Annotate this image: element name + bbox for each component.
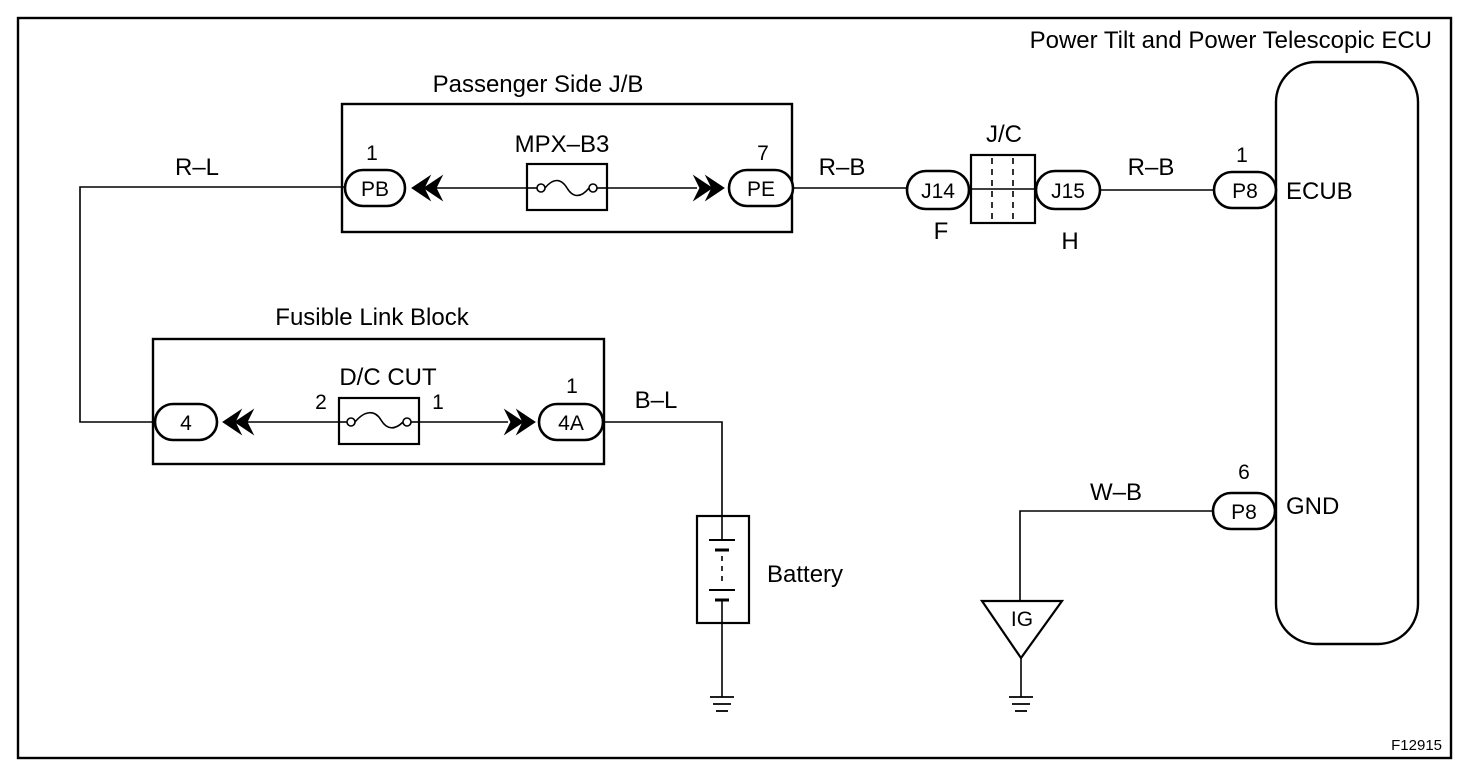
battery-ground-icon xyxy=(710,696,734,712)
diagram-frame xyxy=(16,16,1453,760)
ecu-ecub-terminal: ECUB xyxy=(1286,178,1353,205)
figure-id: F12915 xyxy=(1391,737,1442,754)
connector-pb-label: PB xyxy=(361,178,389,201)
connector-p8-ecub-label: P8 xyxy=(1232,180,1258,203)
ground-ig-label: IG xyxy=(1011,608,1033,631)
wire-w-b-label: W–B xyxy=(1090,479,1142,506)
fuse-dc-cut-icon xyxy=(337,396,421,446)
connector-4-label: 4 xyxy=(180,412,192,435)
wire-r-b-left-label: R–B xyxy=(819,154,866,181)
connector-p8-gnd xyxy=(1211,491,1277,531)
connector-pe-label: PE xyxy=(747,178,775,201)
connector-p8-gnd-pin: 6 xyxy=(1238,461,1250,484)
battery-label: Battery xyxy=(767,561,843,588)
wire-r-b-right-label: R–B xyxy=(1128,154,1175,181)
connector-4a-pin: 1 xyxy=(566,375,578,398)
fuse-mpx-b3-label: MPX–B3 xyxy=(515,131,610,158)
connector-pe-pin: 7 xyxy=(757,142,769,165)
passenger-jb-box xyxy=(340,102,794,234)
connector-j14-label: J14 xyxy=(921,180,955,203)
connector-4a-chevron-icon xyxy=(503,408,536,436)
fusible-link-block-title: Fusible Link Block xyxy=(275,304,469,331)
battery-icon xyxy=(695,514,751,625)
fuse-dc-cut-label: D/C CUT xyxy=(339,364,437,391)
fuse-dc-cut-pin-right: 1 xyxy=(432,391,444,414)
connector-pe-chevron-icon xyxy=(692,174,725,202)
connector-pb-pin: 1 xyxy=(366,142,378,165)
wire-r-l xyxy=(79,186,345,423)
connector-j15-label: J15 xyxy=(1051,180,1085,203)
wire-w-b xyxy=(1019,510,1213,601)
fuse-dc-cut-pin-left: 2 xyxy=(315,391,327,414)
connector-j15-letter: H xyxy=(1061,228,1078,255)
wire-b-l-label: B–L xyxy=(635,387,678,414)
ecu-title: Power Tilt and Power Telescopic ECU xyxy=(1030,27,1432,54)
connector-j14-letter: F xyxy=(934,218,949,245)
connector-4 xyxy=(153,402,219,442)
connector-4a-label: 4A xyxy=(558,412,584,435)
connector-p8-ecub xyxy=(1212,170,1278,210)
fuse-mpx-b3-icon xyxy=(525,162,609,212)
connector-p8-gnd-label: P8 xyxy=(1231,501,1257,524)
jc-title: J/C xyxy=(986,121,1022,148)
connector-pb xyxy=(343,168,407,208)
passenger-jb-title: Passenger Side J/B xyxy=(433,71,644,98)
connector-p8-ecub-pin: 1 xyxy=(1236,144,1248,167)
ecu-body xyxy=(1274,60,1420,646)
ground-ig-icon xyxy=(979,599,1065,660)
wire-r-l-label: R–L xyxy=(175,154,219,181)
connector-pb-chevron-icon xyxy=(411,174,444,202)
ig-ground-icon xyxy=(1009,696,1033,712)
fusible-link-block-box xyxy=(151,337,606,466)
ecu-gnd-terminal: GND xyxy=(1286,493,1339,520)
connector-j14 xyxy=(905,169,971,211)
wire-b-l xyxy=(603,421,723,516)
